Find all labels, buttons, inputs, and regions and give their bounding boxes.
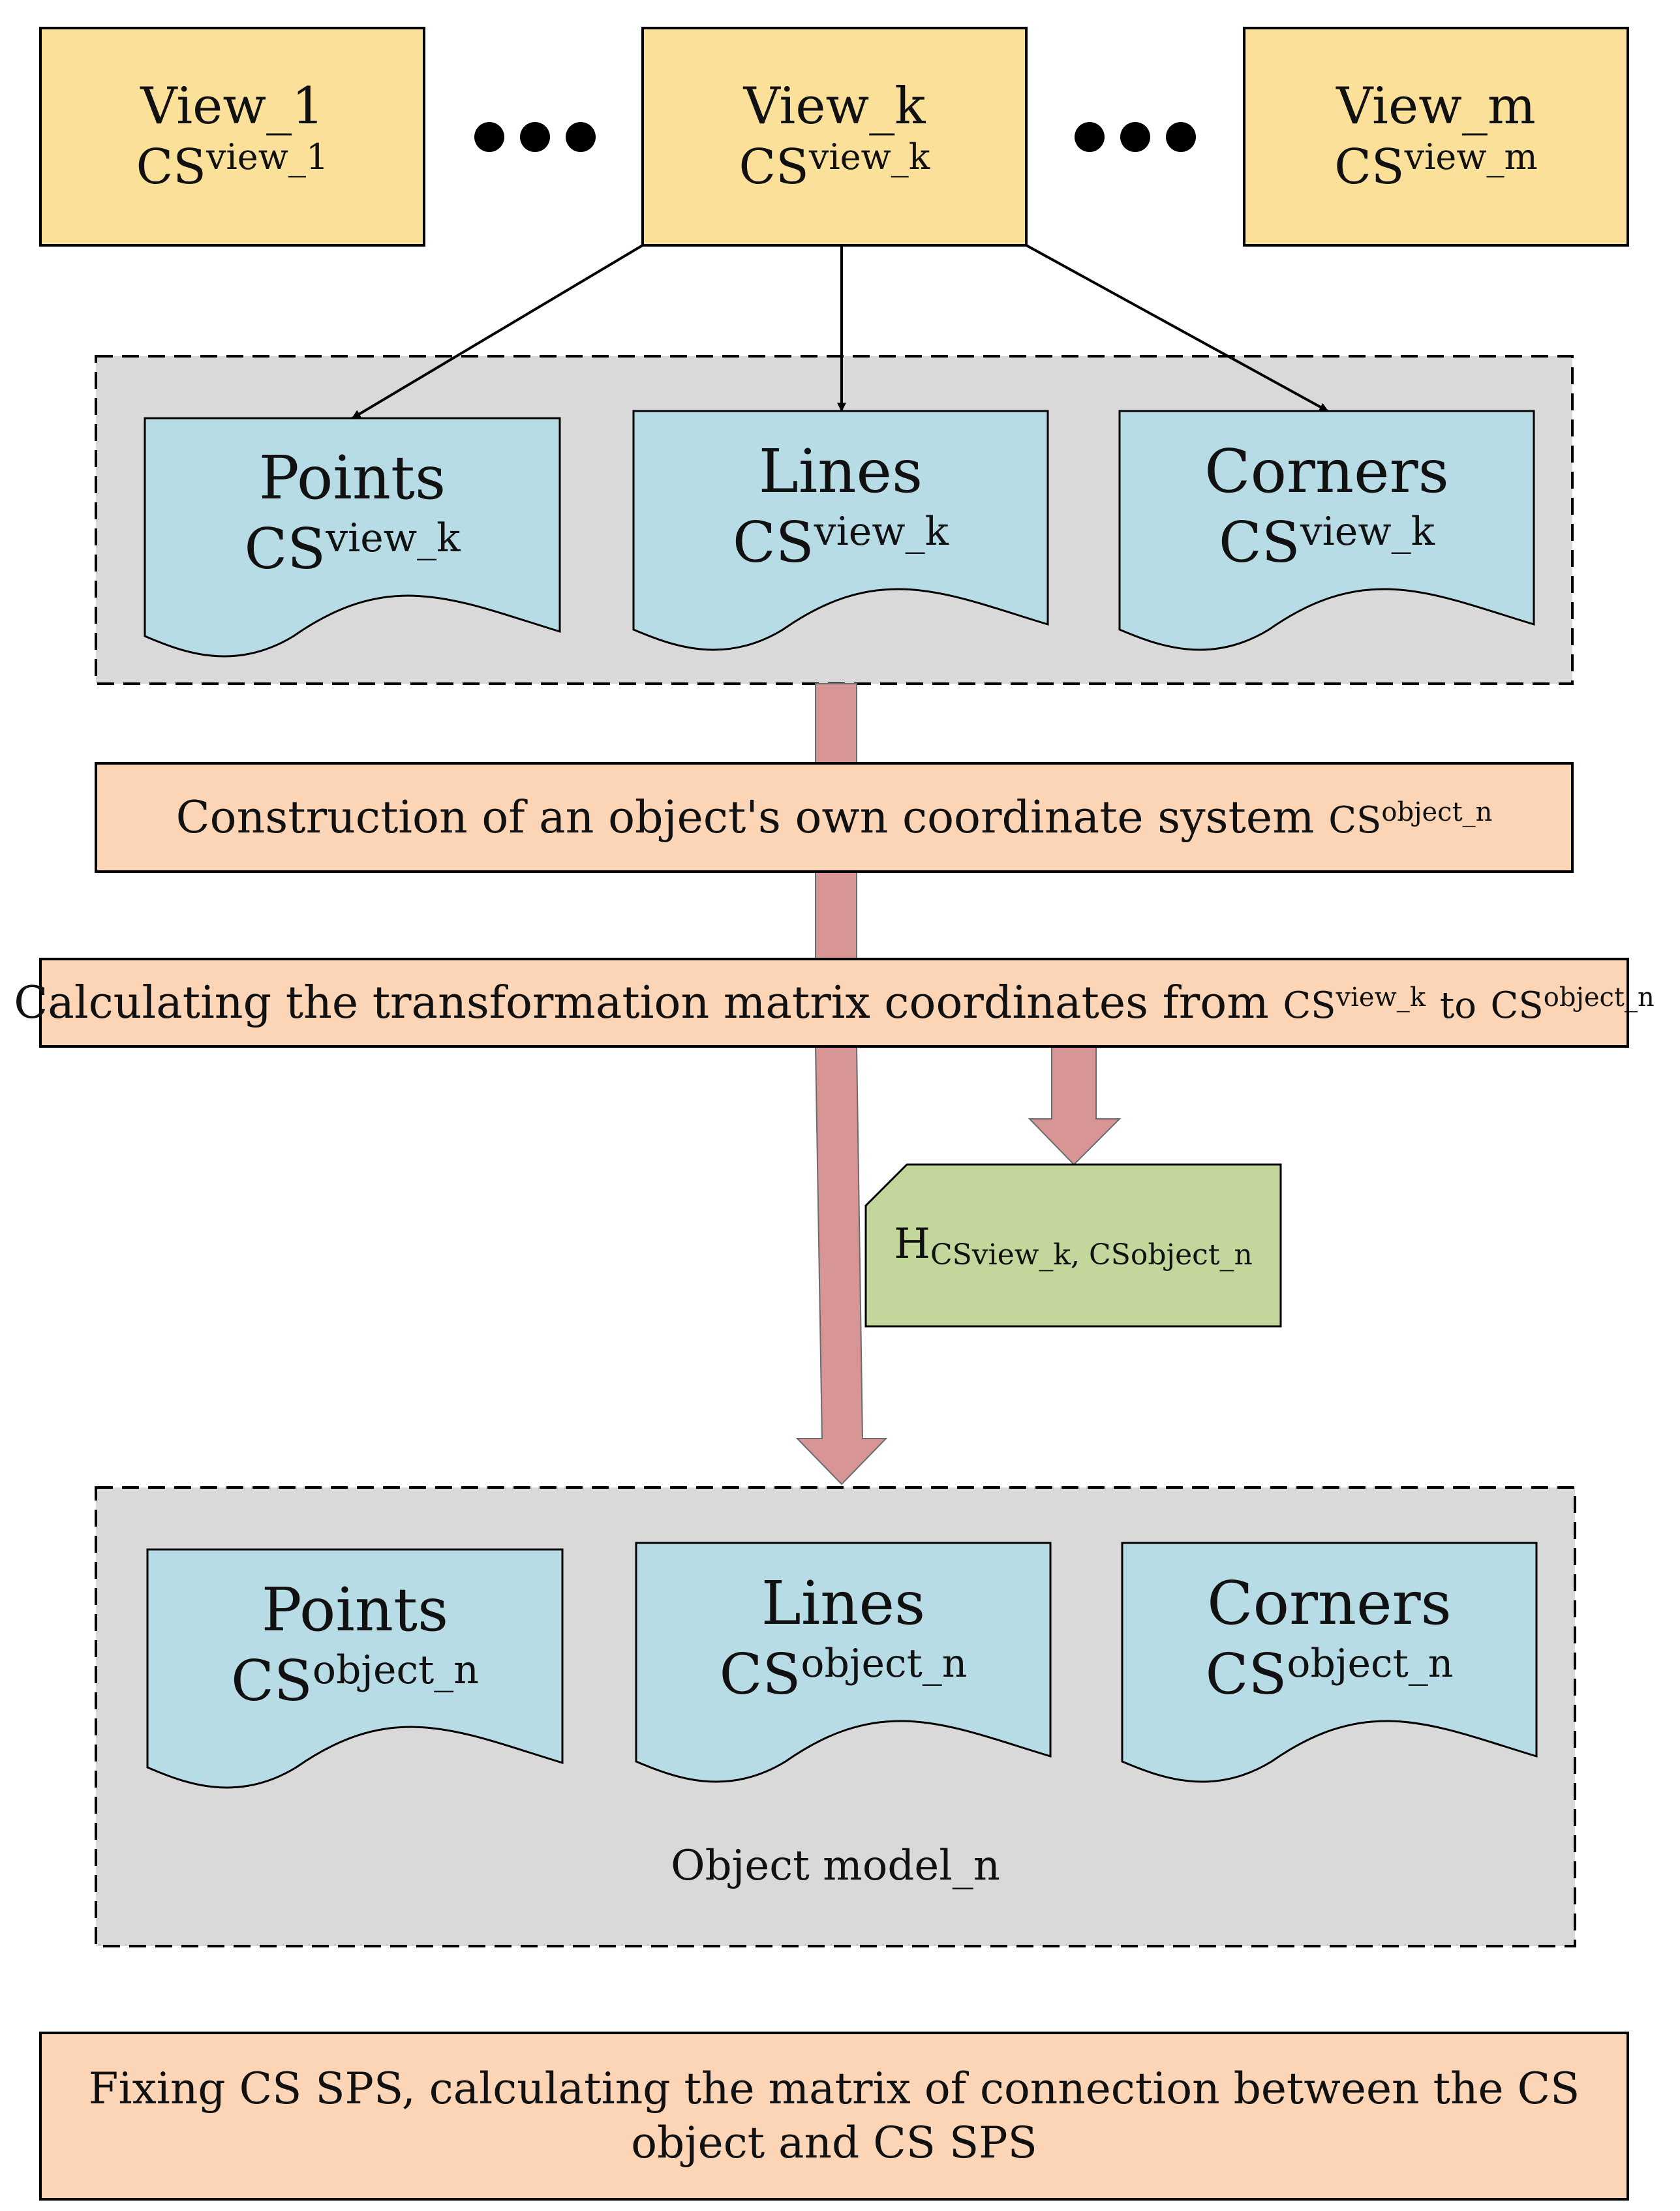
view-1-title: View_1 [140,77,324,136]
view-k-label: View_k CSview_k [643,28,1026,245]
doc-corners-bottom-label: Corners CSobject_n [1205,1568,1454,1708]
view-box-k [641,27,1028,247]
step2-label: Calculating the transformation matrix co… [14,977,1655,1029]
flow-segment-3 [795,1046,888,1486]
side-arrow [1028,1046,1122,1166]
doc-lines-top [632,410,1049,651]
final-box [39,2032,1629,2201]
ellipsis-left [474,122,596,152]
doc-lines-bottom [635,1542,1052,1783]
connector-to-corners [1026,244,1329,412]
view-box-m [1243,27,1629,247]
matrix-note-shape [864,1163,1282,1328]
step2-box [39,958,1629,1048]
doc-points-top [144,417,561,658]
doc-points-bottom-label: Points CSobject_n [231,1575,479,1715]
step1-label: Construction of an object's own coordina… [176,791,1493,844]
view-box-1 [39,27,425,247]
doc-lines-bottom-label: Lines CSobject_n [719,1568,968,1708]
doc-lines-top-label: Lines CSview_k [732,436,949,576]
view-1-cs: CSview_1 [136,136,329,196]
object-model-caption: Object model_n [671,1842,1000,1890]
flow-segment-1 [815,683,857,764]
view-k-title: View_k [743,77,926,136]
doc-corners-top [1118,410,1535,651]
view-m-label: View_m CSview_m [1244,28,1628,245]
view-m-title: View_m [1336,77,1536,136]
connector-to-points [351,244,644,419]
flow-segment-2 [815,871,857,960]
doc-points-bottom [146,1548,564,1789]
doc-corners-bottom [1121,1542,1538,1783]
matrix-note-label: HCSview_k, CSobject_n [894,1219,1253,1272]
doc-points-top-label: Points CSview_k [244,443,461,583]
view-k-cs: CSview_k [739,136,930,196]
view-m-cs: CSview_m [1334,136,1538,196]
step1-box [95,762,1574,873]
doc-corners-top-label: Corners CSview_k [1204,436,1449,576]
final-label: Fixing CS SPS, calculating the matrix of… [88,2064,1580,2168]
view-1-label: View_1 CSview_1 [40,28,424,245]
ellipsis-right [1075,122,1196,152]
